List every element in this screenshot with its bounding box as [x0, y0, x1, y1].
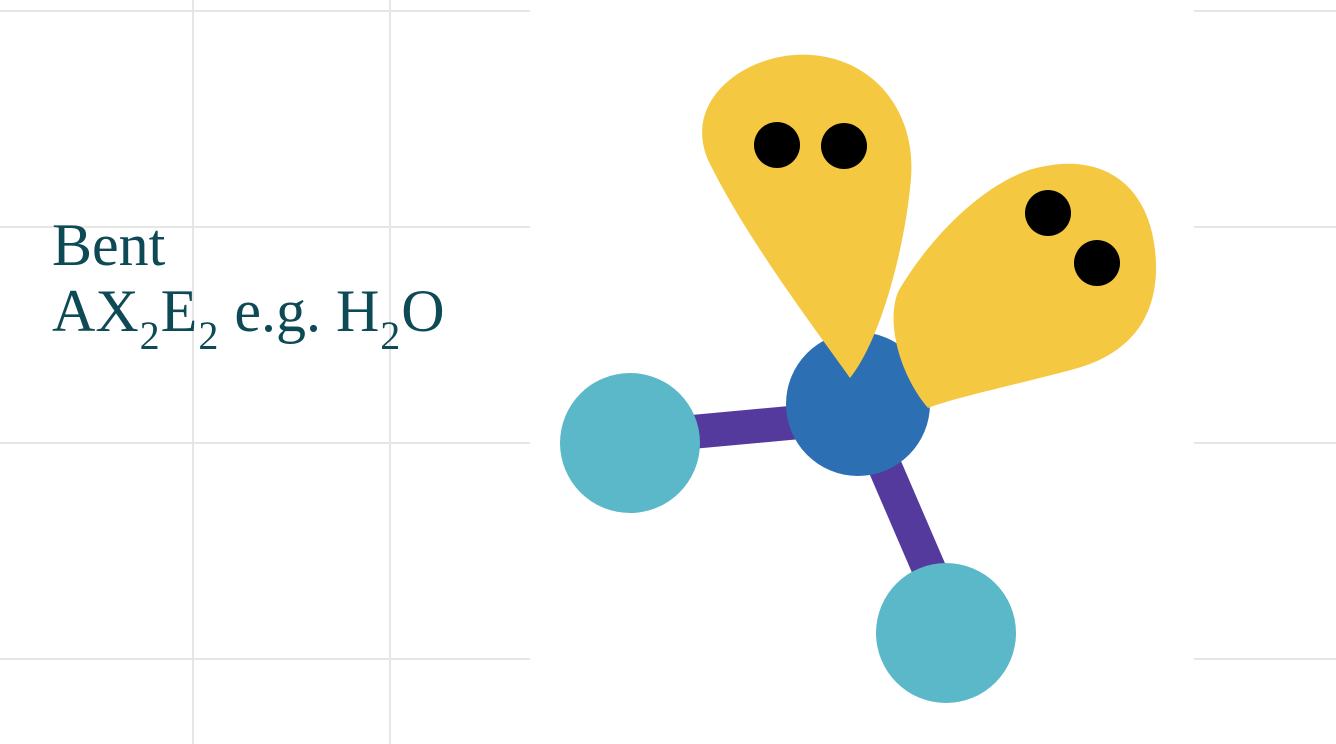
electron-dot [754, 122, 800, 168]
molecule-caption: Bent AX2E2 e.g. H2O [52, 212, 445, 356]
electron-dot [821, 123, 867, 169]
formula-subscript-e: 2 [198, 313, 219, 358]
electron-dot [1025, 190, 1071, 236]
central-atom [786, 332, 930, 476]
lone-pair-right-lobe [893, 163, 1157, 408]
bent-molecule-diagram [560, 54, 1157, 703]
outer-atom-left [560, 373, 700, 513]
example-subscript: 2 [380, 313, 401, 358]
formula-lone-pair-symbol: E [160, 278, 198, 344]
vsepr-formula-line: AX2E2 e.g. H2O [52, 278, 445, 356]
outer-atom-bottom [876, 563, 1016, 703]
lone-pair-upper-lobe [702, 54, 912, 379]
molecule-figure-panel [530, 0, 1194, 744]
example-prefix: e.g. H [234, 278, 380, 344]
geometry-name: Bent [52, 212, 166, 278]
formula-subscript-x: 2 [139, 313, 160, 358]
formula-prefix: AX [52, 278, 139, 344]
example-suffix: O [401, 278, 445, 344]
electron-dot [1074, 240, 1120, 286]
